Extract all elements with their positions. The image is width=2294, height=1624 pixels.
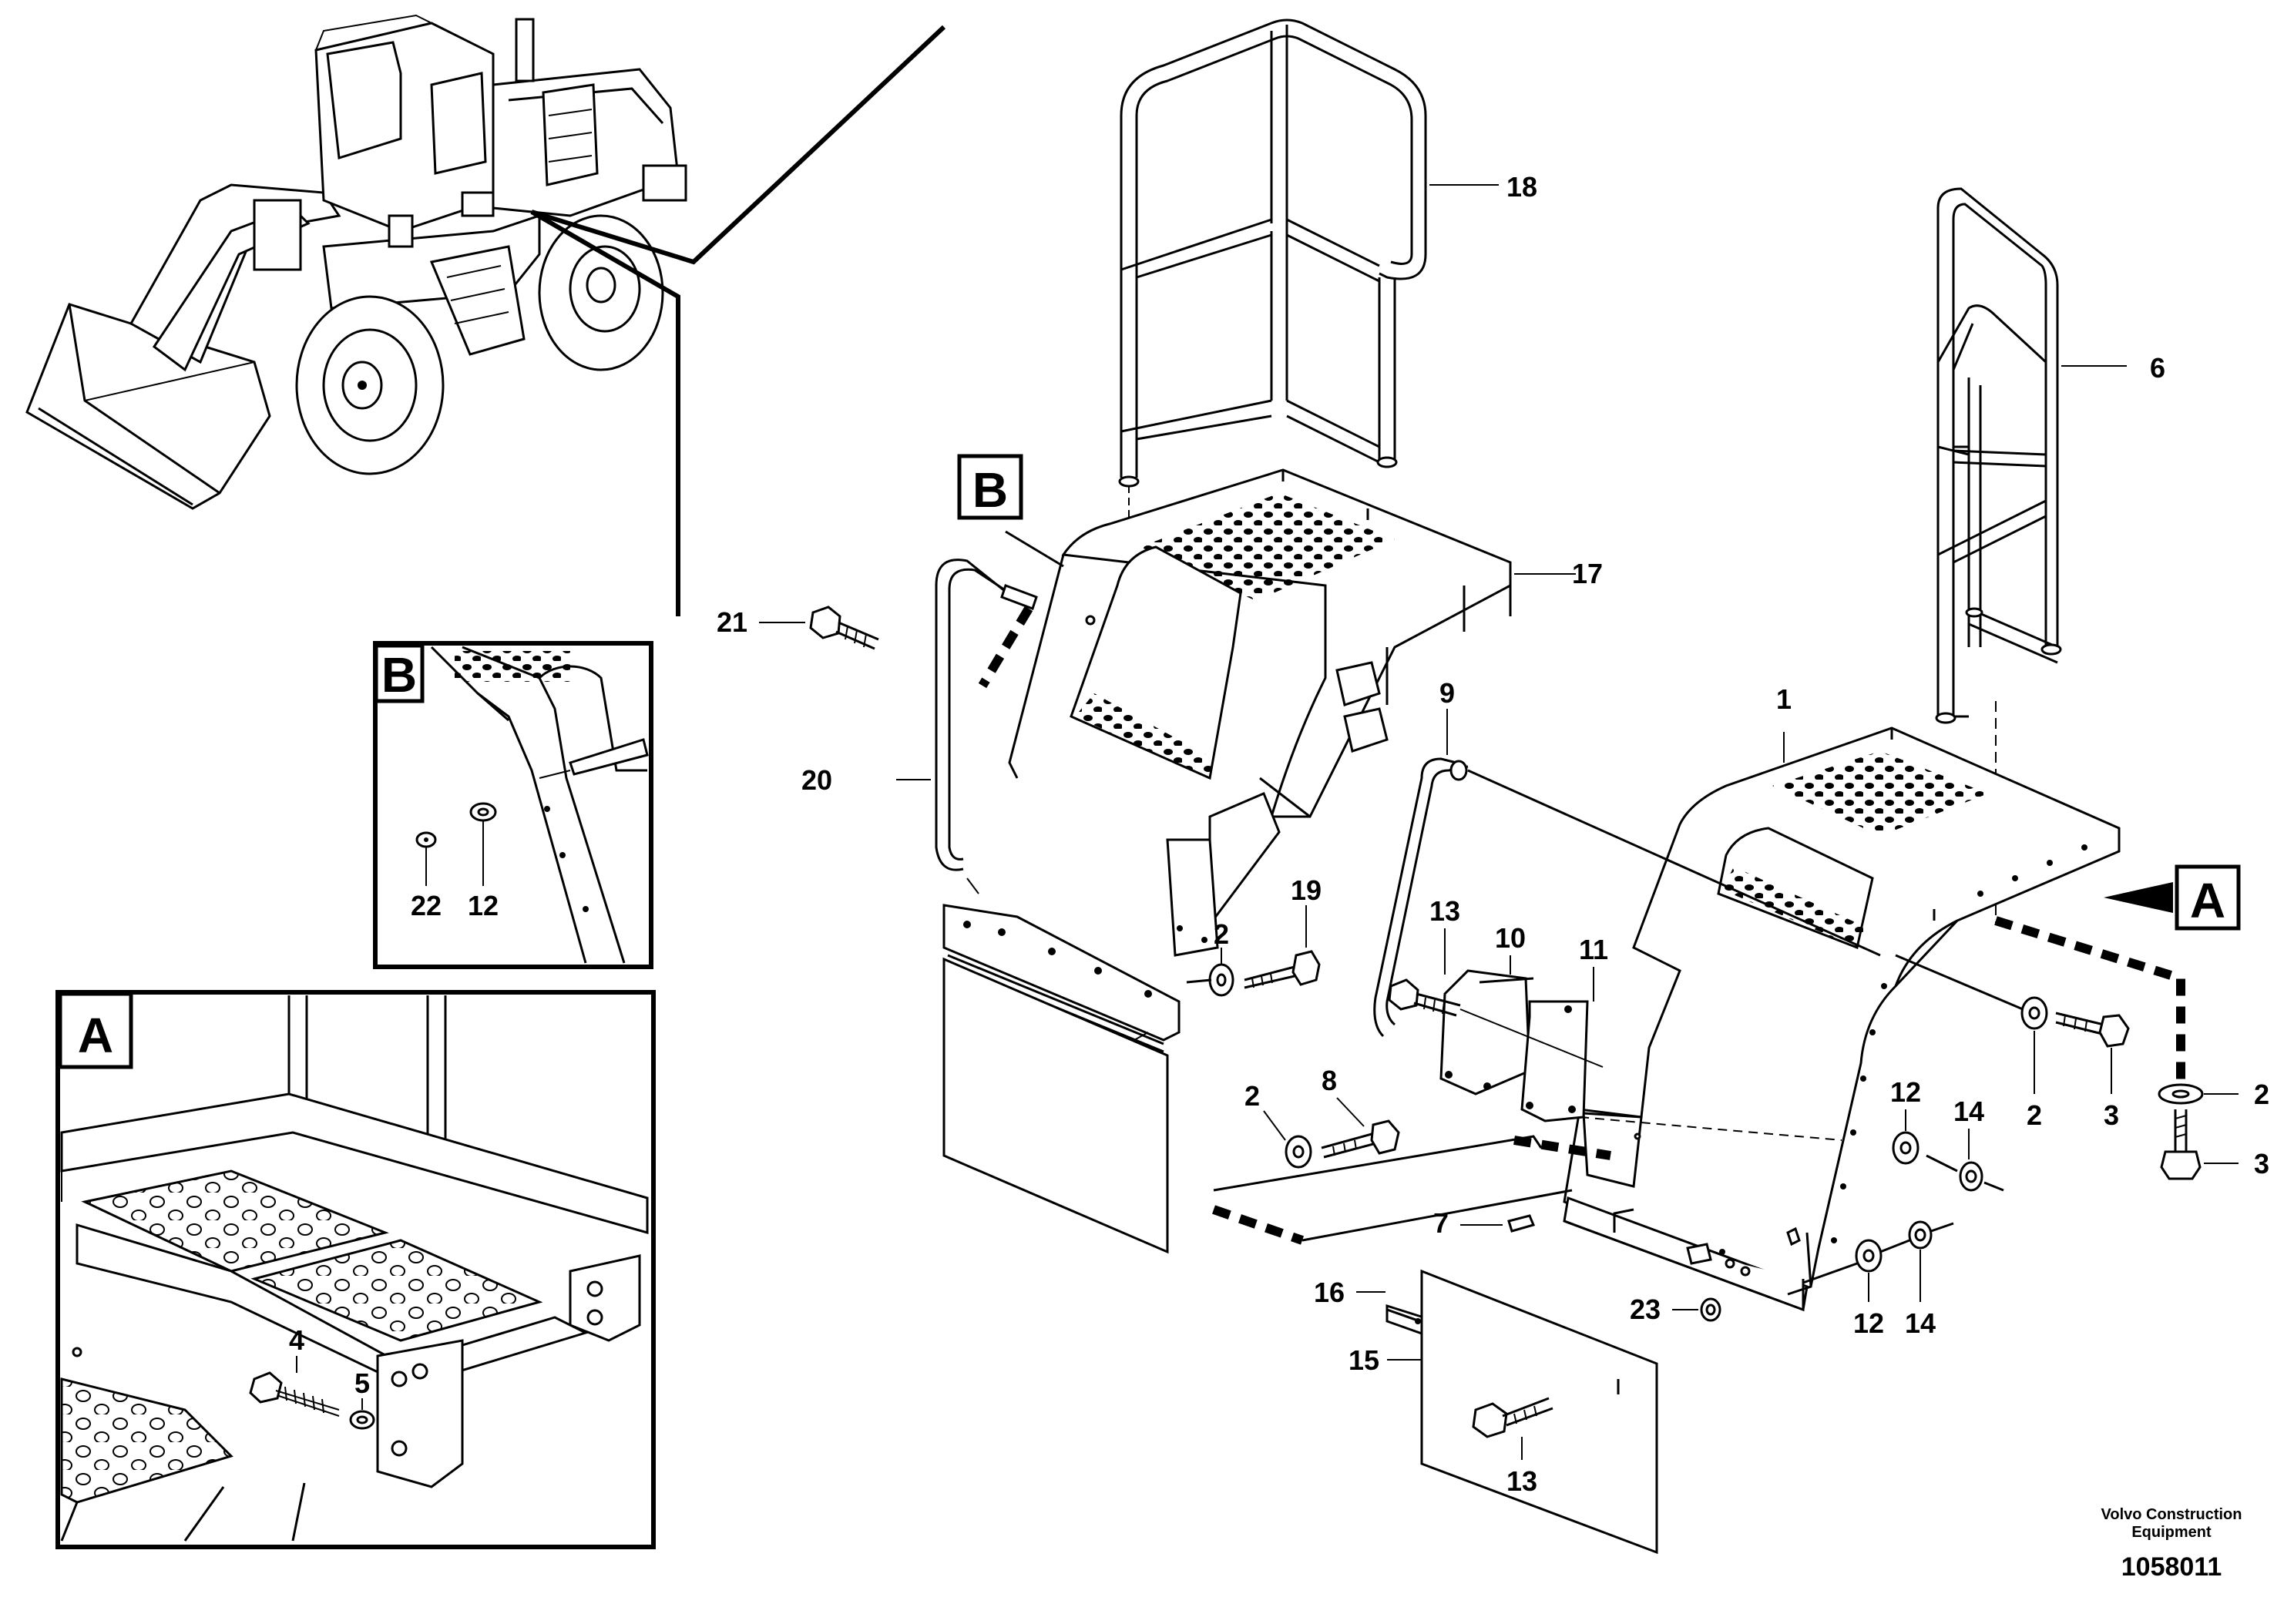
callout-1: 1 — [1776, 683, 1792, 715]
handhold-20 — [935, 559, 1038, 894]
washer-2-left — [1208, 963, 1234, 997]
callout-20: 20 — [801, 764, 832, 796]
detail-tag-a-label: A — [2190, 873, 2225, 928]
floor-connector-dash-1 — [1212, 1205, 1304, 1245]
pin-7 — [1507, 1214, 1536, 1233]
floor-connector — [1213, 1135, 1543, 1192]
callout-23: 23 — [1630, 1293, 1661, 1325]
callout-11: 11 — [1579, 934, 1608, 965]
bolt-21 — [809, 606, 879, 650]
overview-pointer-upper — [531, 25, 946, 265]
bolt-13-upper — [1388, 978, 1604, 1068]
callout-17: 17 — [1572, 558, 1603, 589]
detail-tag-a-inset-label: A — [78, 1008, 113, 1063]
nut-14-upper — [1959, 1161, 1983, 1192]
callout-5: 5 — [354, 1367, 370, 1399]
detail-tag-b-pointer — [1005, 530, 1064, 568]
step-platform-17 — [942, 468, 1512, 1254]
bolt-19 — [1244, 950, 1321, 989]
handrail-18 — [1118, 18, 1427, 539]
callout-4: 4 — [289, 1324, 304, 1356]
step-platform-1 — [1563, 726, 2121, 1312]
bolt-13-lower — [1472, 1397, 1553, 1438]
callout-2-left: 2 — [1214, 918, 1229, 950]
callout-12-lower: 12 — [1853, 1307, 1884, 1339]
nut-14-lower — [1908, 1220, 1933, 1250]
detail-tag-b-inset-label: B — [381, 647, 417, 703]
bolt-3-right — [2055, 1012, 2130, 1048]
callout-2-far-right: 2 — [2254, 1079, 2269, 1110]
handhold-9 — [1373, 757, 1881, 1141]
handrail-6 — [1935, 187, 2062, 924]
callout-10: 10 — [1495, 922, 1526, 954]
washer-2-mid — [1285, 1135, 1312, 1169]
washer-23 — [1700, 1297, 1721, 1322]
detail-tag-a-arrow — [2104, 882, 2173, 913]
bolt-8 — [1321, 1119, 1400, 1159]
overview-pointer-lower — [530, 210, 680, 616]
callout-2-right: 2 — [2027, 1099, 2042, 1131]
detail-inset-b: B — [373, 641, 653, 969]
callout-3-far-right: 3 — [2254, 1148, 2269, 1179]
callout-8: 8 — [1322, 1065, 1337, 1096]
callout-6: 6 — [2150, 352, 2165, 384]
callout-3-right: 3 — [2104, 1099, 2119, 1131]
washer-2-far-right — [2158, 1083, 2204, 1105]
callout-16: 16 — [1314, 1277, 1345, 1308]
callout-14-lower: 14 — [1905, 1307, 1936, 1339]
callout-2-mid: 2 — [1244, 1080, 1260, 1112]
callout-13-lower: 13 — [1506, 1465, 1537, 1497]
mud-flap-15 — [1385, 1269, 1658, 1555]
detail-tag-a — [2175, 864, 2241, 931]
callout-12-upper: 12 — [1890, 1076, 1921, 1108]
callout-22: 22 — [411, 890, 442, 921]
detail-tag-b — [957, 454, 1023, 520]
detail-inset-a: A — [55, 990, 656, 1549]
detail-tag-a-inset — [58, 992, 133, 1069]
wheel-loader-overview-icon — [25, 14, 687, 510]
callout-12-inset: 12 — [468, 890, 499, 921]
callout-21: 21 — [717, 606, 747, 638]
bolt-3-far-right — [2160, 1109, 2202, 1180]
detail-tag-b-inset — [374, 643, 425, 703]
washer-12-lower — [1855, 1239, 1883, 1273]
callout-9: 9 — [1439, 677, 1455, 709]
callout-18: 18 — [1506, 171, 1537, 203]
document-number: 1058011 — [2121, 1552, 2222, 1582]
detail-tag-b-label: B — [972, 462, 1008, 518]
company-line-1: Volvo Construction — [2101, 1506, 2242, 1523]
washer-2-right — [2020, 996, 2048, 1030]
detail-a-connector — [1994, 916, 2185, 1094]
callout-13-upper: 13 — [1429, 895, 1460, 927]
callout-15: 15 — [1349, 1344, 1379, 1376]
callout-labels: 18 6 17 21 20 9 1 2 19 13 10 11 2 8 7 16… — [289, 171, 2269, 1497]
company-line-2: Equipment — [2131, 1524, 2212, 1541]
callout-7: 7 — [1433, 1207, 1449, 1239]
cover-plates-10-11 — [1439, 969, 1589, 1122]
callout-19: 19 — [1291, 874, 1322, 906]
floor-connector-dash-2 — [1513, 1136, 1611, 1160]
washer-12-upper — [1892, 1131, 1920, 1165]
callout-14-upper: 14 — [1953, 1096, 1984, 1127]
